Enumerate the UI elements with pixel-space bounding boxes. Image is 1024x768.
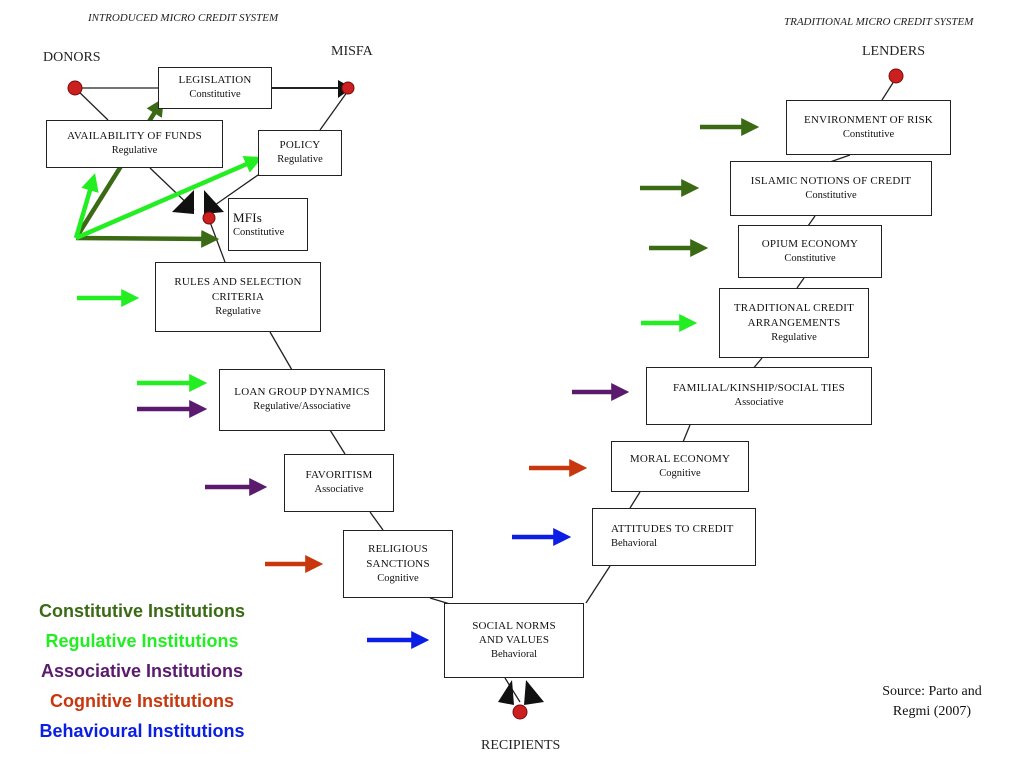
- misfa-label: MISFA: [331, 44, 373, 59]
- box-kind: Constitutive: [842, 128, 895, 140]
- mfis-node: [202, 211, 216, 225]
- source-citation: Source: Parto and Regmi (2007): [882, 684, 982, 719]
- box-title: AVAILABILITY OF FUNDS: [67, 130, 202, 143]
- recipients-wedge-left: [498, 680, 514, 705]
- lenders-node: [888, 68, 904, 84]
- box-title: MFIs: [233, 209, 262, 225]
- attitudes-box: ATTITUDES TO CREDIT Behavioral: [592, 508, 756, 566]
- loan-fav-line: [329, 429, 346, 455]
- misfa-node: [341, 81, 355, 95]
- box-title: FAMILIAL/KINSHIP/SOCIAL TIES: [673, 382, 845, 395]
- favoritism-box: FAVORITISM Associative: [284, 454, 394, 512]
- att-social-line: [585, 565, 611, 604]
- recipients-node: [512, 704, 528, 720]
- opium-box: OPIUM ECONOMY Constitutive: [738, 225, 882, 278]
- misfa-policy-line: [319, 87, 351, 131]
- box-kind: Constitutive: [233, 227, 285, 239]
- legend-constitutive: Constitutive Institutions: [39, 601, 245, 621]
- box-title: TRADITIONAL CREDIT ARRANGEMENTS: [733, 302, 855, 329]
- recipients-label: RECIPIENTS: [481, 738, 561, 753]
- donors-label: DONORS: [43, 50, 101, 65]
- traditional-box: TRADITIONAL CREDIT ARRANGEMENTS Regulati…: [719, 288, 869, 358]
- left-system-header: INTRODUCED MICRO CREDIT SYSTEM: [88, 12, 279, 24]
- box-kind: Constitutive: [784, 252, 836, 264]
- moral-box: MORAL ECONOMY Cognitive: [611, 441, 749, 492]
- box-kind: Associative: [314, 484, 364, 496]
- mfis-box: MFIs Constitutive: [228, 198, 308, 251]
- availability-box: AVAILABILITY OF FUNDS Regulative: [46, 120, 223, 168]
- box-kind: Cognitive: [377, 572, 419, 584]
- arrow-regulative-funds: [73, 173, 99, 239]
- box-title: FAVORITISM: [305, 469, 373, 482]
- legend-behavioural: Behavioural Institutions: [39, 721, 245, 741]
- box-title: ISLAMIC NOTIONS OF CREDIT: [750, 174, 912, 187]
- box-title: LOAN GROUP DYNAMICS: [234, 386, 370, 399]
- box-kind: Regulative/Associative: [253, 401, 351, 413]
- box-kind: Constitutive: [805, 189, 857, 201]
- box-title: RULES AND SELECTION CRITERIA: [174, 276, 302, 303]
- policy-box: POLICY Regulative: [258, 130, 342, 176]
- social-norms-box: SOCIAL NORMS AND VALUES Behavioral: [444, 603, 584, 678]
- fav-rel-line: [369, 511, 384, 531]
- legend-cognitive: Cognitive Institutions: [50, 691, 234, 711]
- box-kind: Behavioral: [611, 538, 658, 550]
- box-title: OPIUM ECONOMY: [761, 237, 859, 250]
- box-title: RELIGIOUS SANCTIONS: [366, 543, 430, 570]
- familial-box: FAMILIAL/KINSHIP/SOCIAL TIES Associative: [646, 367, 872, 425]
- mfis-wedge-left: [172, 190, 194, 214]
- box-kind: Regulative: [111, 145, 158, 157]
- donors-node: [67, 80, 83, 96]
- box-kind: Behavioral: [490, 649, 538, 661]
- environment-box: ENVIRONMENT OF RISK Constitutive: [786, 100, 951, 155]
- box-title: ATTITUDES TO CREDIT: [611, 523, 734, 536]
- fam-moral-line: [682, 424, 691, 443]
- loan-box: LOAN GROUP DYNAMICS Regulative/Associati…: [219, 369, 385, 431]
- islamic-box: ISLAMIC NOTIONS OF CREDIT Constitutive: [730, 161, 932, 216]
- moral-att-line: [629, 491, 641, 509]
- mfis-rules-line: [209, 221, 226, 263]
- box-title: POLICY: [279, 139, 321, 152]
- religious-box: RELIGIOUS SANCTIONS Cognitive: [343, 530, 453, 598]
- lenders-label: LENDERS: [862, 44, 925, 59]
- box-kind: Cognitive: [659, 467, 701, 479]
- box-title: ENVIRONMENT OF RISK: [804, 113, 933, 126]
- isl-opium-line: [807, 215, 816, 227]
- box-title: MORAL ECONOMY: [629, 452, 731, 465]
- right-system-header: TRADITIONAL MICRO CREDIT SYSTEM: [784, 16, 974, 28]
- env-isl-line: [829, 154, 851, 163]
- rules-loan-line: [269, 331, 293, 371]
- arrow-constitutive-mfis: [75, 229, 220, 248]
- arrow-regulative-policy: [75, 156, 263, 241]
- box-kind: Regulative: [277, 154, 323, 166]
- institution-legend: Constitutive Institutions Regulative Ins…: [12, 596, 272, 746]
- box-title: LEGISLATION: [178, 74, 252, 87]
- recipients-wedge-right: [524, 680, 544, 705]
- box-kind: Associative: [734, 397, 784, 409]
- donors-down-line: [74, 87, 109, 121]
- mfis-wedge-right: [204, 190, 224, 214]
- legend-associative: Associative Institutions: [40, 661, 244, 681]
- box-kind: Regulative: [771, 331, 817, 343]
- box-kind: Constitutive: [189, 89, 241, 101]
- box-title: SOCIAL NORMS AND VALUES: [472, 619, 556, 647]
- legend-regulative: Regulative Institutions: [45, 631, 239, 651]
- opium-trad-line: [796, 277, 805, 289]
- legislation-box: LEGISLATION Constitutive: [158, 67, 272, 109]
- rules-box: RULES AND SELECTION CRITERIA Regulative: [155, 262, 321, 332]
- box-kind: Regulative: [215, 305, 261, 317]
